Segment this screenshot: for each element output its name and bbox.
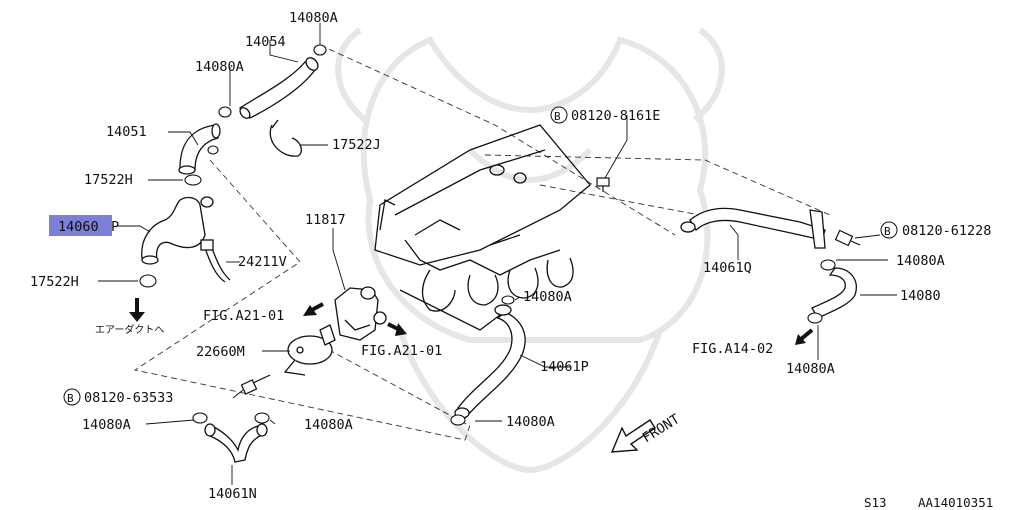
hose-14080 [811,267,857,319]
label-08120-8161E[interactable]: 08120-8161E [571,108,660,124]
pipe-14061Q [680,207,826,249]
label-14080[interactable]: 14080 [900,288,941,304]
watermark-logo [335,27,725,474]
label-air-duct: エアーダクトへ [95,323,164,336]
label-14080A-mid[interactable]: 14080A [523,289,572,305]
clip-17522H-bottom [139,274,157,288]
footer-code: AA14010351 [918,495,993,510]
label-08120-61228[interactable]: 08120-61228 [902,223,991,239]
label-11817[interactable]: 11817 [305,212,346,228]
label-14080A-clamp[interactable]: 14080A [304,417,353,433]
hose-14051 [178,123,221,175]
clamps-14061P [450,295,515,426]
bolt-symbol-2: B [554,110,561,123]
bolt-8161E [596,177,610,192]
label-14080A-left[interactable]: 14080A [82,417,131,433]
clip-17522J [269,119,302,157]
label-14080A-a[interactable]: 14080A [195,59,244,75]
clamps-right [807,259,836,324]
label-17522H-top[interactable]: 17522H [84,172,133,188]
hose-14060 [141,196,214,265]
hose-14061N [204,423,268,463]
intake-manifold [374,124,591,331]
clamp-top [207,44,327,155]
air-duct-arrow [129,298,145,322]
hose-14054 [238,57,319,119]
label-14054[interactable]: 14054 [245,34,286,50]
label-14060-suffix: P [111,219,119,235]
label-22660M[interactable]: 22660M [196,344,245,360]
label-14080A-lower[interactable]: 14080A [506,414,555,430]
bolt-61228 [834,229,861,247]
label-14060[interactable]: 14060 [58,219,99,235]
bolt-63533 [240,374,271,395]
label-14080A-bottomright[interactable]: 14080A [786,361,835,377]
label-14061P[interactable]: 14061P [540,359,589,375]
label-08120-63533[interactable]: 08120-63533 [84,390,173,406]
clip-17522H-top [184,174,202,186]
label-17522J[interactable]: 17522J [332,137,381,153]
bolt-symbol-3: B [884,225,891,238]
label-24211V[interactable]: 24211V [238,254,287,270]
label-14051[interactable]: 14051 [106,124,147,140]
clamps-bottom-left [192,412,270,424]
bolt-symbols [63,106,898,406]
footer-model: S13 [864,495,887,510]
leader-lines [98,23,897,485]
harness-24211V [200,239,231,283]
label-14080A-right[interactable]: 14080A [896,253,945,269]
label-fig-a21-01-bottom[interactable]: FIG.A21-01 [361,343,442,359]
label-14061Q[interactable]: 14061Q [703,260,752,276]
label-14061N[interactable]: 14061N [208,486,257,502]
label-fig-a14-02[interactable]: FIG.A14-02 [692,341,773,357]
label-fig-a21-01-left[interactable]: FIG.A21-01 [203,308,284,324]
fig-arrows [303,302,814,345]
assembly-outline [133,44,831,441]
front-arrow [610,419,656,453]
label-17522H-bottom[interactable]: 17522H [30,274,79,290]
sensor-22660M [283,324,336,376]
label-front: FRONT [640,411,683,446]
highlight-14060[interactable] [49,215,112,236]
valve-assembly [334,286,387,341]
bolt-symbol-1: B [67,392,74,405]
label-14080A-top[interactable]: 14080A [289,10,338,26]
